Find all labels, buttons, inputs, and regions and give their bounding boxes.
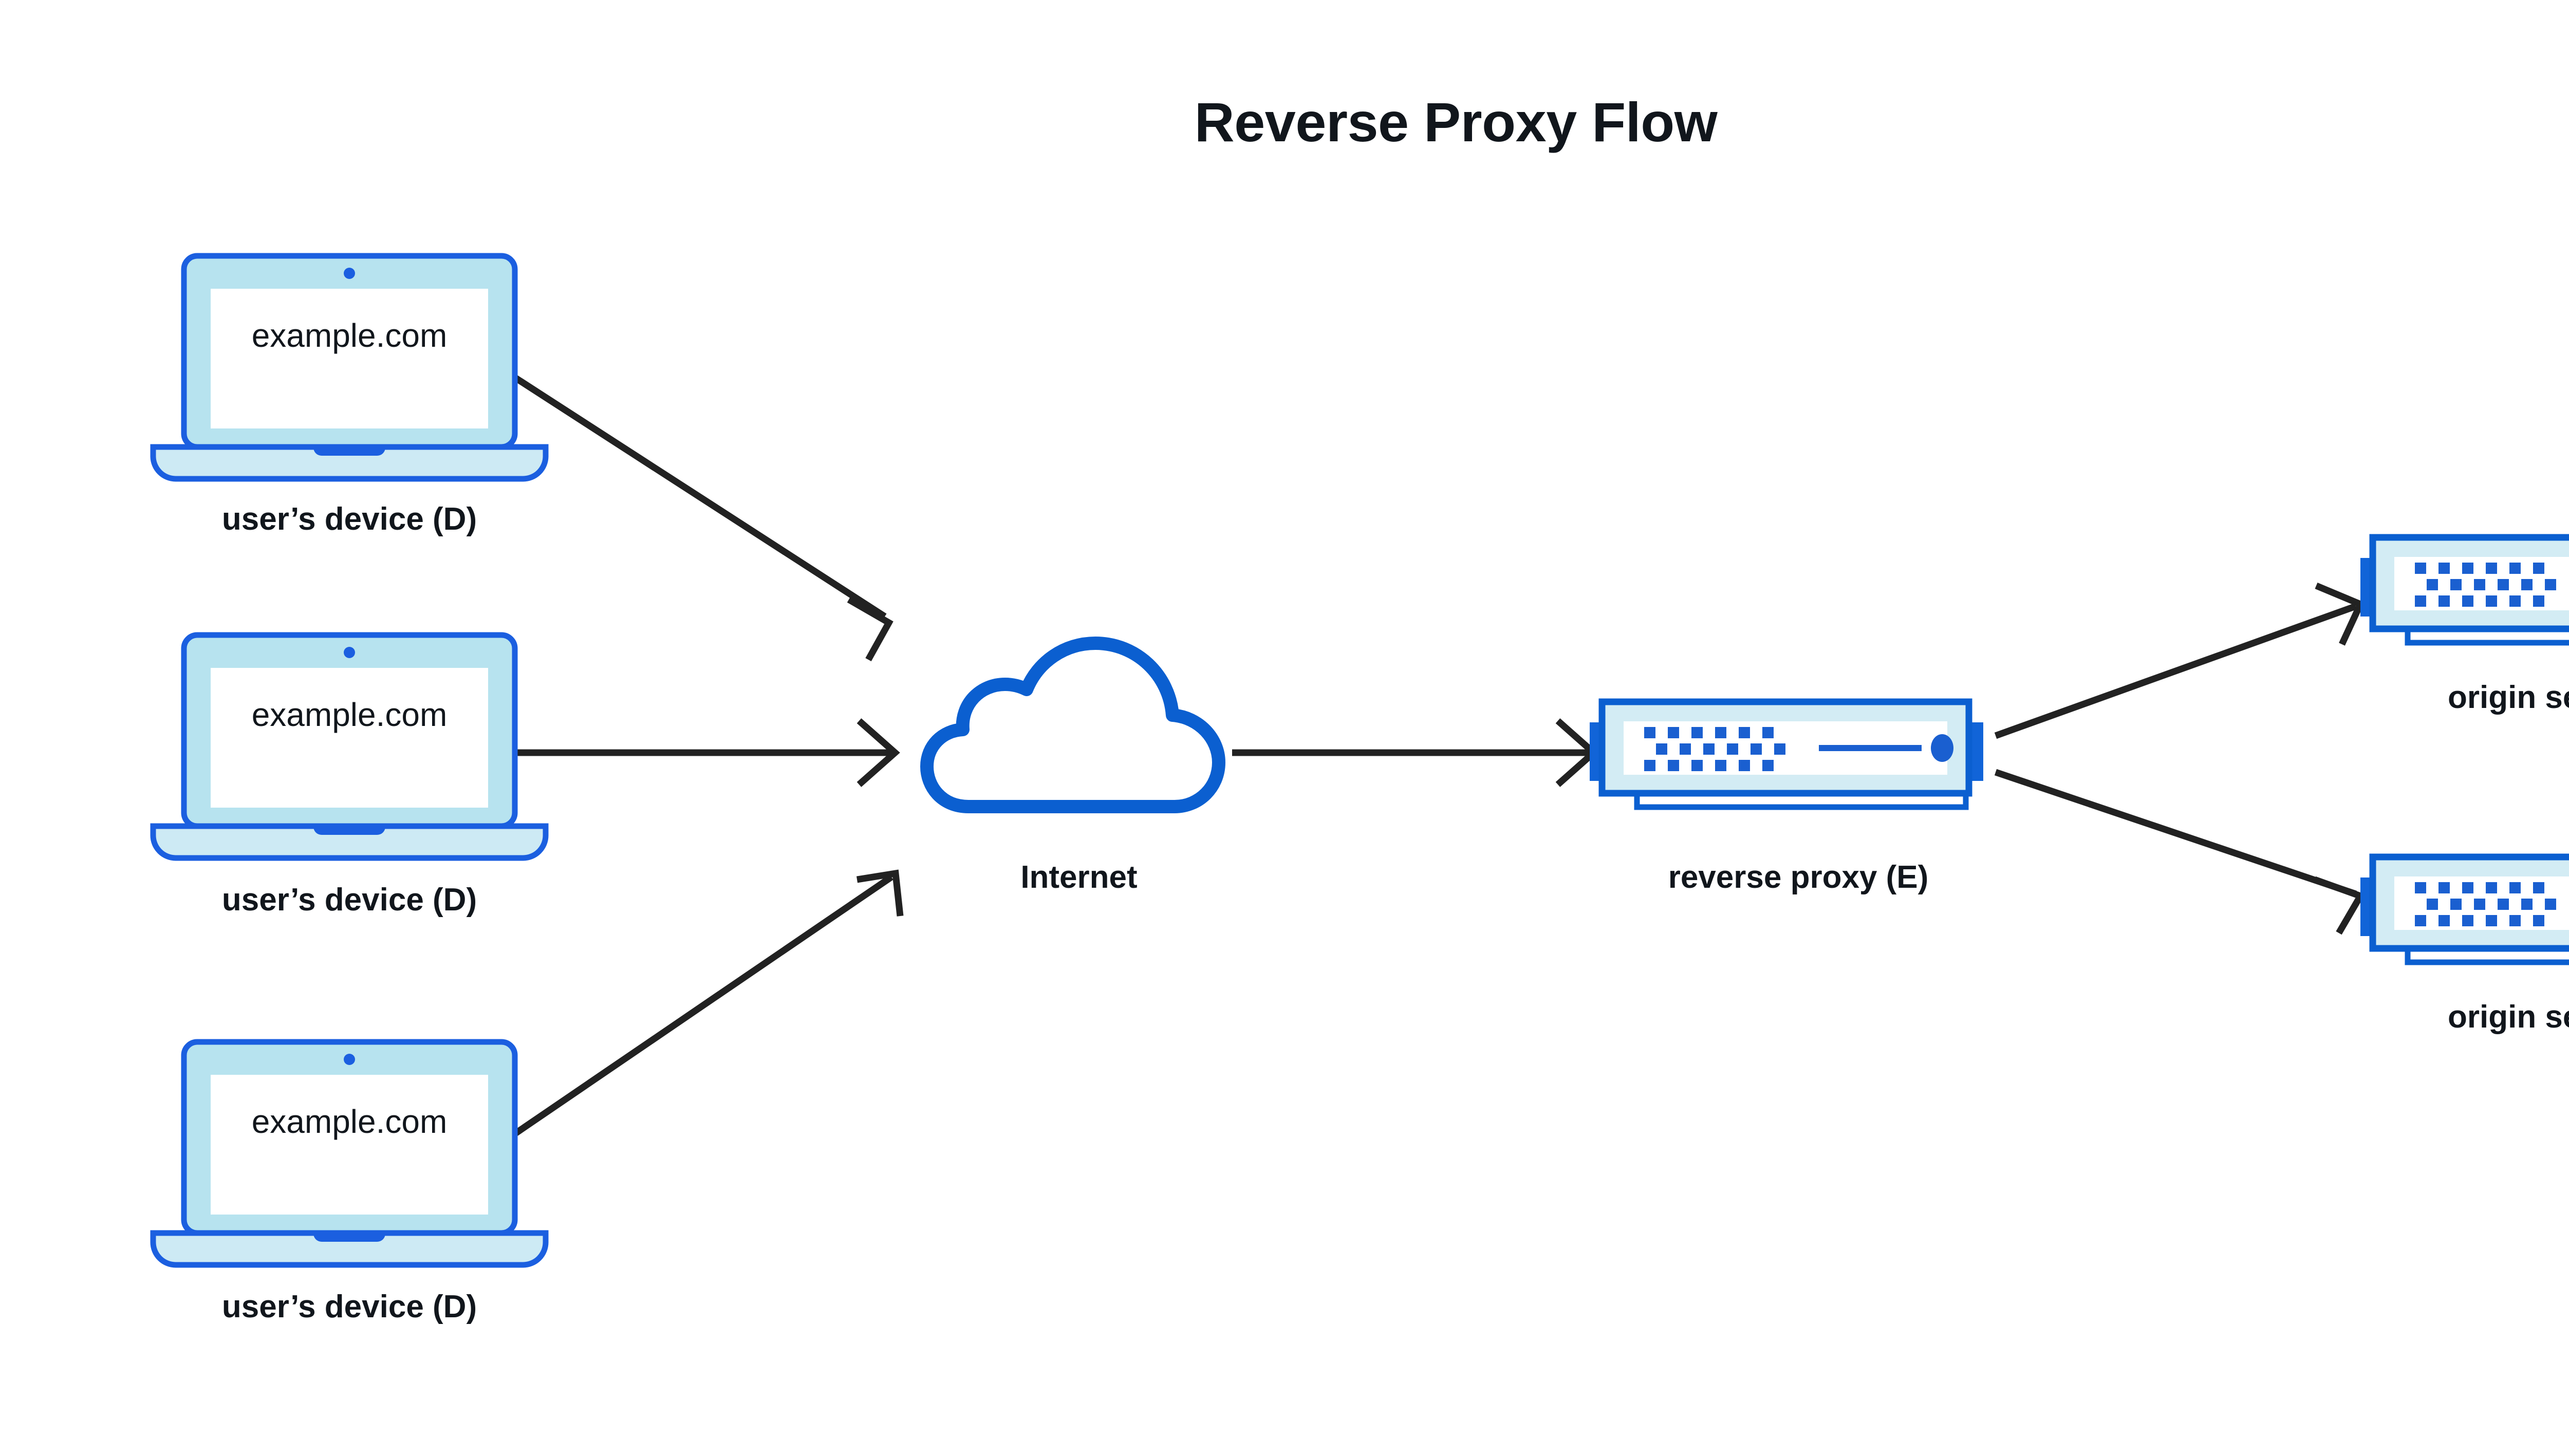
laptop-icon bbox=[150, 253, 549, 482]
server-status-line-icon bbox=[1819, 745, 1922, 751]
cloud-icon bbox=[920, 637, 1225, 813]
caption-user-device-bottom: user’s device (D) bbox=[221, 1289, 477, 1324]
server-led-grid-icon bbox=[2415, 882, 2556, 926]
trackpad-notch-icon bbox=[313, 447, 385, 456]
server-icon bbox=[2360, 534, 2569, 646]
laptop-icon bbox=[150, 1039, 549, 1268]
server-led-grid-icon bbox=[1644, 727, 1785, 771]
edge-device-middle-to-internet bbox=[506, 718, 900, 787]
caption-user-device-top: user’s device (D) bbox=[221, 501, 477, 537]
page-title: Reverse Proxy Flow bbox=[1194, 91, 1718, 153]
node-origin-server-top[interactable] bbox=[2358, 529, 2569, 678]
laptop-screen-text: example.com bbox=[251, 1103, 448, 1140]
webcam-dot-icon bbox=[344, 1054, 355, 1065]
laptop-icon bbox=[150, 632, 549, 861]
node-user-device-middle[interactable]: example.com bbox=[144, 631, 555, 861]
trackpad-notch-icon bbox=[313, 1234, 385, 1242]
server-led-grid-icon bbox=[2415, 563, 2556, 607]
node-origin-server-bottom[interactable] bbox=[2358, 849, 2569, 998]
node-user-device-top[interactable]: example.com bbox=[144, 252, 555, 482]
edge-internet-to-reverse-proxy bbox=[1232, 718, 1599, 787]
caption-reverse-proxy: reverse proxy (E) bbox=[1668, 860, 1929, 895]
laptop-screen-text: example.com bbox=[251, 317, 448, 354]
caption-origin-server-top: origin server (F) bbox=[2448, 680, 2569, 715]
node-internet[interactable] bbox=[920, 632, 1238, 817]
caption-origin-server-bottom: origin server (F) bbox=[2448, 999, 2569, 1035]
server-icon bbox=[2360, 853, 2569, 965]
caption-user-device-middle: user’s device (D) bbox=[221, 882, 477, 918]
laptop-screen-text: example.com bbox=[251, 696, 448, 733]
webcam-dot-icon bbox=[344, 647, 355, 658]
webcam-dot-icon bbox=[344, 268, 355, 279]
node-reverse-proxy[interactable] bbox=[1588, 694, 2009, 843]
trackpad-notch-icon bbox=[313, 827, 385, 835]
edge-reverse-proxy-to-origin-bottom bbox=[1994, 769, 2366, 935]
server-icon bbox=[1590, 698, 1983, 810]
caption-internet: Internet bbox=[1020, 860, 1138, 895]
edge-reverse-proxy-to-origin-top bbox=[1994, 583, 2365, 739]
node-user-device-bottom[interactable]: example.com bbox=[144, 1038, 555, 1268]
server-status-dot-icon bbox=[1931, 734, 1953, 762]
